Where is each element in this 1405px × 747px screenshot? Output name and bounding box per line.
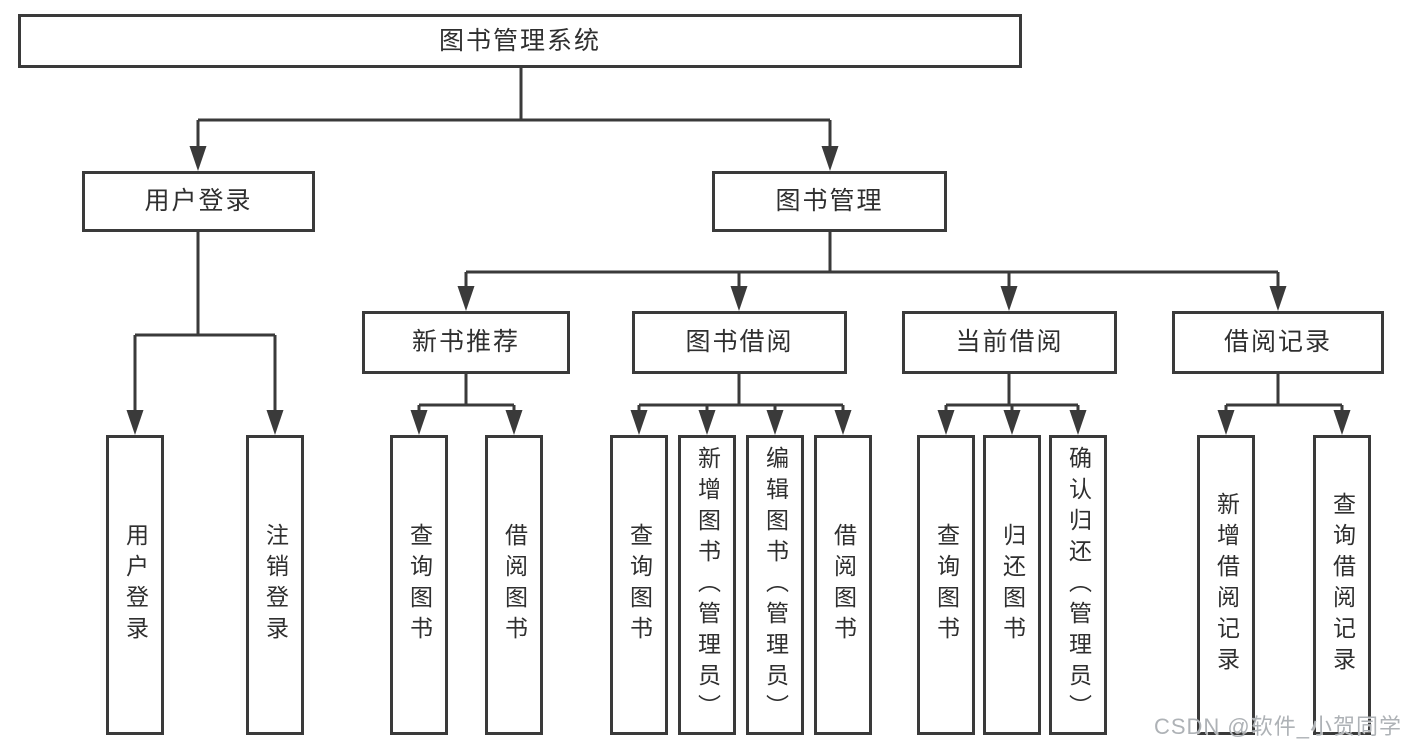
node-leaf-edit-book-admin: 编辑图书（管理员） [746, 435, 804, 735]
node-leaf-add-borrow-record: 新增借阅记录 [1197, 435, 1255, 735]
node-leaf-query-books-3: 查询图书 [917, 435, 975, 735]
node-borrow-records: 借阅记录 [1172, 311, 1384, 374]
node-current-borrow: 当前借阅 [902, 311, 1117, 374]
node-leaf-logout: 注销登录 [246, 435, 304, 735]
node-leaf-borrow-books-2: 借阅图书 [814, 435, 872, 735]
node-leaf-borrow-books: 借阅图书 [485, 435, 543, 735]
node-book-management: 图书管理 [712, 171, 947, 232]
csdn-watermark: CSDN @软件_小贺同学 [1153, 714, 1402, 739]
node-book-borrow: 图书借阅 [632, 311, 847, 374]
node-leaf-query-books-2: 查询图书 [610, 435, 668, 735]
node-leaf-add-book-admin: 新增图书（管理员） [678, 435, 736, 735]
node-leaf-user-login: 用户登录 [106, 435, 164, 735]
node-leaf-confirm-return-admin: 确认归还（管理员） [1049, 435, 1107, 735]
node-leaf-query-books: 查询图书 [390, 435, 448, 735]
node-new-book-recommend: 新书推荐 [362, 311, 570, 374]
node-leaf-query-borrow-record: 查询借阅记录 [1313, 435, 1371, 735]
node-leaf-return-book: 归还图书 [983, 435, 1041, 735]
node-user-login: 用户登录 [82, 171, 315, 232]
node-root: 图书管理系统 [18, 14, 1022, 68]
